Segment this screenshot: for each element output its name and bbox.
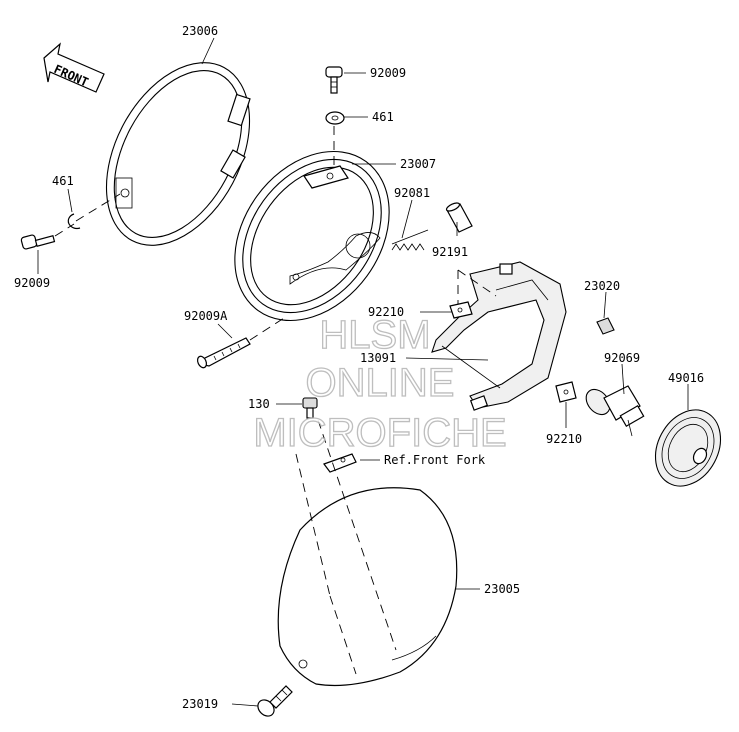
watermark-line-2: ONLINE <box>306 361 455 405</box>
headlight-housing-23007 <box>234 150 390 322</box>
part-labels: 23006 92009 461 23007 461 92081 92009 92… <box>14 24 704 711</box>
part-label-23005: 23005 <box>484 582 520 596</box>
bulb-92069 <box>585 385 645 437</box>
headlight-rim-23006 <box>105 62 251 246</box>
part-label-130: 130 <box>248 397 270 411</box>
part-label-13091: 13091 <box>360 351 396 365</box>
watermark-line-1: HLSM <box>319 313 430 357</box>
leader-lines <box>37 37 689 707</box>
part-label-23019: 23019 <box>182 697 218 711</box>
screw-92009-left <box>20 234 56 250</box>
front-fork-reference-tab <box>323 453 357 473</box>
part-label-92009A: 92009A <box>184 309 228 323</box>
assembly-guide-lines <box>54 126 497 675</box>
part-label-23006: 23006 <box>182 24 218 38</box>
headlight-body-23005 <box>277 487 458 687</box>
watermark: HLSM ONLINE MICROFICHE <box>253 312 508 455</box>
front-direction-arrow: FRONT <box>43 42 105 93</box>
part-label-92069: 92069 <box>604 351 640 365</box>
watermark-line-3: MICROFICHE <box>253 411 506 455</box>
part-label-49016: 49016 <box>668 371 704 385</box>
part-label-92210-bottom: 92210 <box>546 432 582 446</box>
part-label-92210-top: 92210 <box>368 305 404 319</box>
dust-cover-49016 <box>654 409 722 487</box>
screw-92009A <box>196 337 251 369</box>
part-label-461-top: 461 <box>372 110 394 124</box>
headlight-bracket-13091 <box>431 261 567 411</box>
clip-92210-bottom <box>555 381 577 403</box>
ref-front-fork-label: Ref.Front Fork <box>384 453 486 467</box>
washer-461-top <box>325 111 345 125</box>
part-label-23020: 23020 <box>584 279 620 293</box>
screw-92009-top <box>325 66 343 94</box>
collar-92191 <box>445 202 473 233</box>
part-label-461-left: 461 <box>52 174 74 188</box>
part-label-92191: 92191 <box>432 245 468 259</box>
socket-23020 <box>596 317 615 335</box>
washer-461-left <box>67 213 81 230</box>
spring-92081 <box>391 229 429 251</box>
bolt-130 <box>302 397 318 419</box>
bolt-23019 <box>257 685 293 717</box>
clip-92210-top <box>449 301 473 319</box>
part-label-92009-top: 92009 <box>370 66 406 80</box>
part-label-92081: 92081 <box>394 186 430 200</box>
part-label-23007: 23007 <box>400 157 436 171</box>
part-label-92009-left: 92009 <box>14 276 50 290</box>
